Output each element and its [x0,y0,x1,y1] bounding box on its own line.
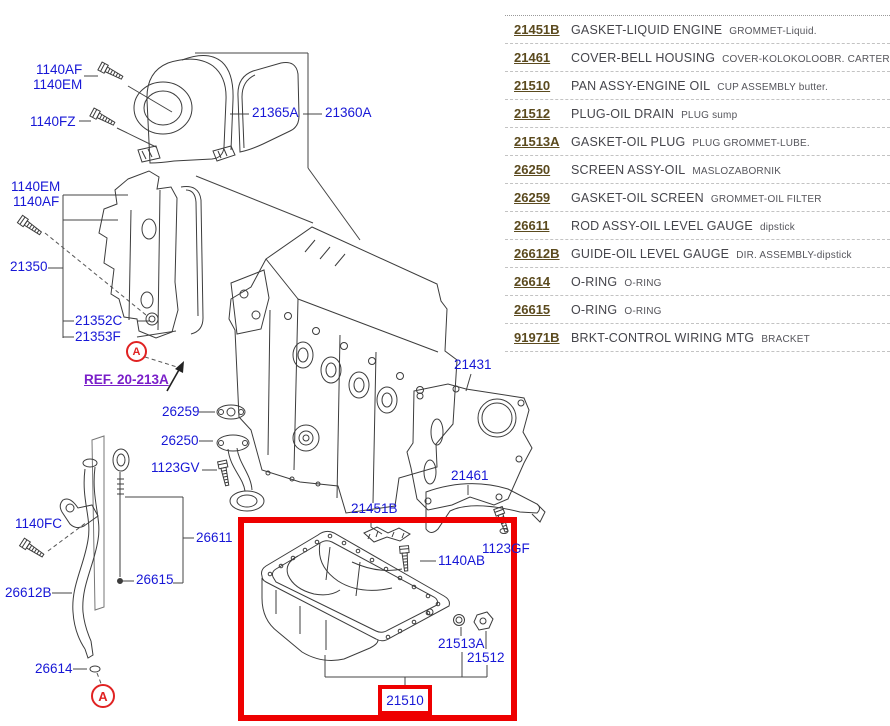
leader-lines [48,52,488,685]
callout-21353f[interactable]: 21353F [75,329,121,344]
part-name: ROD ASSY-OIL LEVEL GAUGE [571,218,753,233]
parts-row-26259: 26259 GASKET-OIL SCREEN GROMMET-OIL FILTE… [505,184,890,212]
callout-26250[interactable]: 26250 [161,433,199,448]
part-alt-name: O-RING [624,305,662,317]
callout-21512[interactable]: 21512 [467,650,505,665]
callout-21513a[interactable]: 21513A [438,636,485,651]
callout-1140ab[interactable]: 1140AB [438,553,486,568]
view-marker-a-top: A [126,341,147,362]
part-alt-name: DIR. ASSEMBLY-dipstick [736,249,852,261]
dashed-leaders [44,232,178,687]
part-number-link[interactable]: 26615 [514,302,551,317]
ref-20-213a-link[interactable]: REF. 20-213A [84,372,169,387]
callout-21360a[interactable]: 21360A [325,105,372,120]
parts-row-26612b: 26612B GUIDE-OIL LEVEL GAUGE DIR. ASSEMBL… [505,240,890,268]
callout-1140fz[interactable]: 1140FZ [30,114,76,129]
part-name: PAN ASSY-ENGINE OIL [571,78,711,93]
callout-1123gf[interactable]: 1123GF [482,541,530,556]
part-alt-name: BRACKET [761,333,810,345]
part-name: PLUG-OIL DRAIN [571,106,675,121]
view-marker-a-bottom: A [91,684,115,708]
ref-arrow [166,361,184,392]
parts-row-21510: 21510 PAN ASSY-ENGINE OIL CUP ASSEMBLY bu… [505,72,890,100]
part-number-link[interactable]: 21461 [514,50,551,65]
parts-row-21451b: 21451B GASKET-LIQUID ENGINE GROMMET-Liqui… [505,15,890,44]
part-name: GUIDE-OIL LEVEL GAUGE [571,246,730,261]
highlight-frame [238,517,517,721]
part-alt-name: GROMMET-Liquid. [729,25,817,37]
callout-1123gv[interactable]: 1123GV [151,460,200,475]
parts-row-26250: 26250 SCREEN ASSY-OIL MASLOZABORNIK [505,156,890,184]
callout-26615[interactable]: 26615 [136,572,174,587]
callout-21350[interactable]: 21350 [10,259,48,274]
part-number-link[interactable]: 26614 [514,274,551,289]
part-name: GASKET-LIQUID ENGINE [571,22,723,37]
diagram-line-art [16,52,546,687]
parts-row-26615: 26615 O-RING O-RING [505,296,890,324]
callout-21451b[interactable]: 21451B [351,501,398,516]
callout-26614[interactable]: 26614 [35,661,73,676]
part-name: SCREEN ASSY-OIL [571,162,686,177]
part-alt-name: PLUG GROMMET-LUBE. [692,137,810,149]
part-alt-name: GROMMET-OIL FILTER [710,193,822,205]
callout-1140em-lower[interactable]: 1140EM [11,179,61,194]
parts-row-26614: 26614 O-RING O-RING [505,268,890,296]
parts-row-21461: 21461 COVER-BELL HOUSING COVER-KOLOKOLOOB… [505,44,890,72]
part-alt-name: dipstick [759,221,795,233]
callout-21461[interactable]: 21461 [451,468,489,483]
callout-1140fc[interactable]: 1140FC [15,516,63,531]
part-alt-name: PLUG sump [681,109,738,121]
engine-parts-drawing [59,55,546,673]
part-number-link[interactable]: 21512 [514,106,551,121]
callout-1140af-upper[interactable]: 1140AF [36,62,83,77]
part-number-link[interactable]: 26259 [514,190,551,205]
part-number-link[interactable]: 26611 [514,218,550,233]
parts-row-21513a: 21513A GASKET-OIL PLUG PLUG GROMMET-LUBE. [505,128,890,156]
parts-row-21512: 21512 PLUG-OIL DRAIN PLUG sump [505,100,890,128]
callout-21431[interactable]: 21431 [454,357,492,372]
parts-row-91971b: 91971B BRKT-CONTROL WIRING MTG BRACKET [505,324,890,352]
selected-part-box[interactable]: 21510 [378,685,432,715]
part-name: COVER-BELL HOUSING [571,50,716,65]
part-number-link[interactable]: 21513A [514,134,560,149]
callout-21365a[interactable]: 21365A [252,105,299,120]
callout-21352c[interactable]: 21352C [75,313,123,328]
callout-21510[interactable]: 21510 [386,692,424,708]
part-number-link[interactable]: 21510 [514,78,551,93]
part-number-link[interactable]: 26612B [514,246,560,261]
part-alt-name: MASLOZABORNIK [692,165,782,177]
part-alt-name: O-RING [624,277,662,289]
part-name: O-RING [571,274,618,289]
part-number-link[interactable]: 21451B [514,22,560,37]
part-name: O-RING [571,302,618,317]
parts-list: 21451B GASKET-LIQUID ENGINE GROMMET-Liqui… [505,15,890,352]
part-number-link[interactable]: 91971B [514,330,560,345]
part-name: GASKET-OIL SCREEN [571,190,704,205]
callout-1140af-lower[interactable]: 1140AF [13,194,60,209]
parts-row-26611: 26611 ROD ASSY-OIL LEVEL GAUGE dipstick [505,212,890,240]
callout-26611[interactable]: 26611 [196,530,233,545]
callout-26612b[interactable]: 26612B [5,585,52,600]
callout-1140em-upper[interactable]: 1140EM [33,77,83,92]
part-name: GASKET-OIL PLUG [571,134,686,149]
part-number-link[interactable]: 26250 [514,162,551,177]
callout-26259[interactable]: 26259 [162,404,200,419]
part-alt-name: CUP ASSEMBLY butter. [717,81,829,93]
part-alt-name: COVER-KOLOKOLOOBR. CARTER [722,53,890,65]
engine-diagram-panel: 21510 A A 1140AF 1140EM 1140FZ 21365A 21… [5,52,546,721]
part-name: BRKT-CONTROL WIRING MTG [571,330,755,345]
